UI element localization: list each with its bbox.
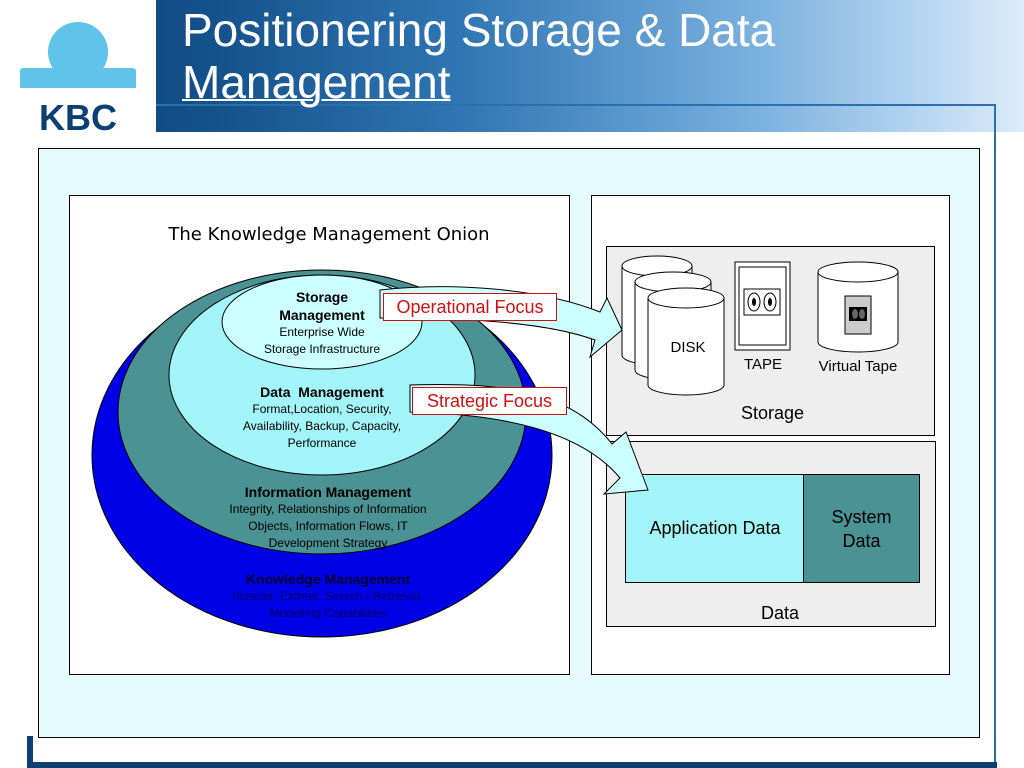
footer-bar-horizontal [27,762,997,768]
right-divider-line [994,104,996,768]
information-management-description: Integrity, Relationships of Information … [229,502,427,550]
knowledge-management-title: Knowledge Management [245,571,411,587]
data-management-text: Data Management Format,Location, Securit… [222,383,422,452]
knowledge-management-description: Intranet, Extrnet, Search / Retrieval, M… [232,589,424,620]
header-divider-line [156,104,996,106]
storage-management-title: Storage Management [279,289,365,323]
tape-icon [734,261,791,351]
system-data-box: System Data [803,474,920,583]
operational-focus-label: Operational Focus [383,293,557,321]
page-title: Positionering Storage & Data Management [182,4,942,108]
page-title-line2: Management [182,56,451,108]
onion-title: The Knowledge Management Onion [168,224,490,245]
data-management-description: Format,Location, Security, Availability,… [242,402,402,450]
header-banner [0,0,1024,132]
storage-management-layer [221,274,423,370]
logo-bar [20,68,136,90]
disk-cylinder-front [647,287,725,396]
virtual-tape-icon [817,261,899,353]
knowledge-management-text: Knowledge Management Intranet, Extrnet, … [198,570,458,622]
disk-label: DISK [670,339,706,356]
disk-icon [621,255,725,396]
information-management-text: Information Management Integrity, Relati… [198,483,458,552]
page-title-line1: Positionering Storage & Data [182,4,776,56]
virtual-tape-label: Virtual Tape [818,358,898,375]
logo-gap [0,88,156,94]
storage-management-description: Enterprise Wide Storage Infrastructure [263,325,381,356]
information-management-title: Information Management [244,484,412,500]
kbc-logo: KBC [0,0,156,138]
strategic-focus-label: Strategic Focus [412,387,567,415]
kbc-logo-graphic: KBC [0,22,156,138]
system-data-label: System Data [831,506,892,551]
storage-management-text: Storage Management Enterprise Wide Stora… [222,288,422,358]
logo-text: KBC [39,97,117,132]
logo-circle [48,22,108,82]
storage-label: Storage [740,403,805,423]
data-management-title: Data Management [260,384,384,400]
application-data-label: Application Data [649,518,781,538]
data-label: Data [760,603,800,623]
tape-label: TAPE [743,356,783,373]
footer-bar-vertical [27,736,33,768]
